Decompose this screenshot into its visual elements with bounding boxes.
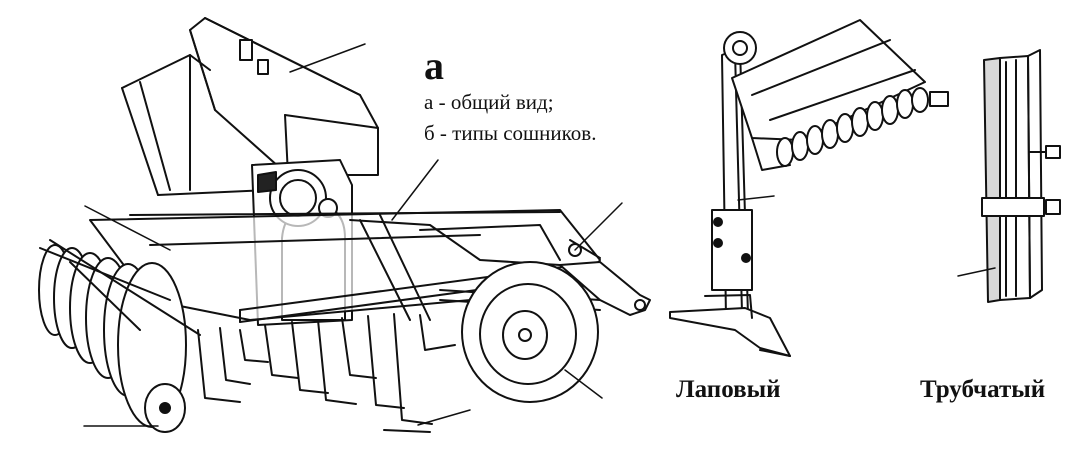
- legend-coulter-types: б - типы сошников.: [424, 121, 597, 145]
- caption-paw-coulter: Лаповый: [676, 376, 781, 403]
- coulter-spring: [776, 87, 949, 167]
- rear-guard: [121, 54, 271, 196]
- paw-coulter-drawing: [669, 19, 949, 357]
- legend-general-view: а - общий вид;: [424, 90, 554, 114]
- leader-lines: [83, 43, 623, 427]
- seed-hopper: [189, 17, 379, 176]
- hitch: [559, 239, 651, 316]
- seeder-machine: [38, 17, 651, 433]
- figure-letter: а: [424, 43, 444, 88]
- transport-wheel: [461, 261, 599, 403]
- packer-roller: [38, 239, 201, 433]
- tube-coulter-drawing: [957, 49, 1061, 303]
- coulters: [197, 313, 456, 433]
- caption-tube-coulter: Трубчатый: [920, 376, 1046, 403]
